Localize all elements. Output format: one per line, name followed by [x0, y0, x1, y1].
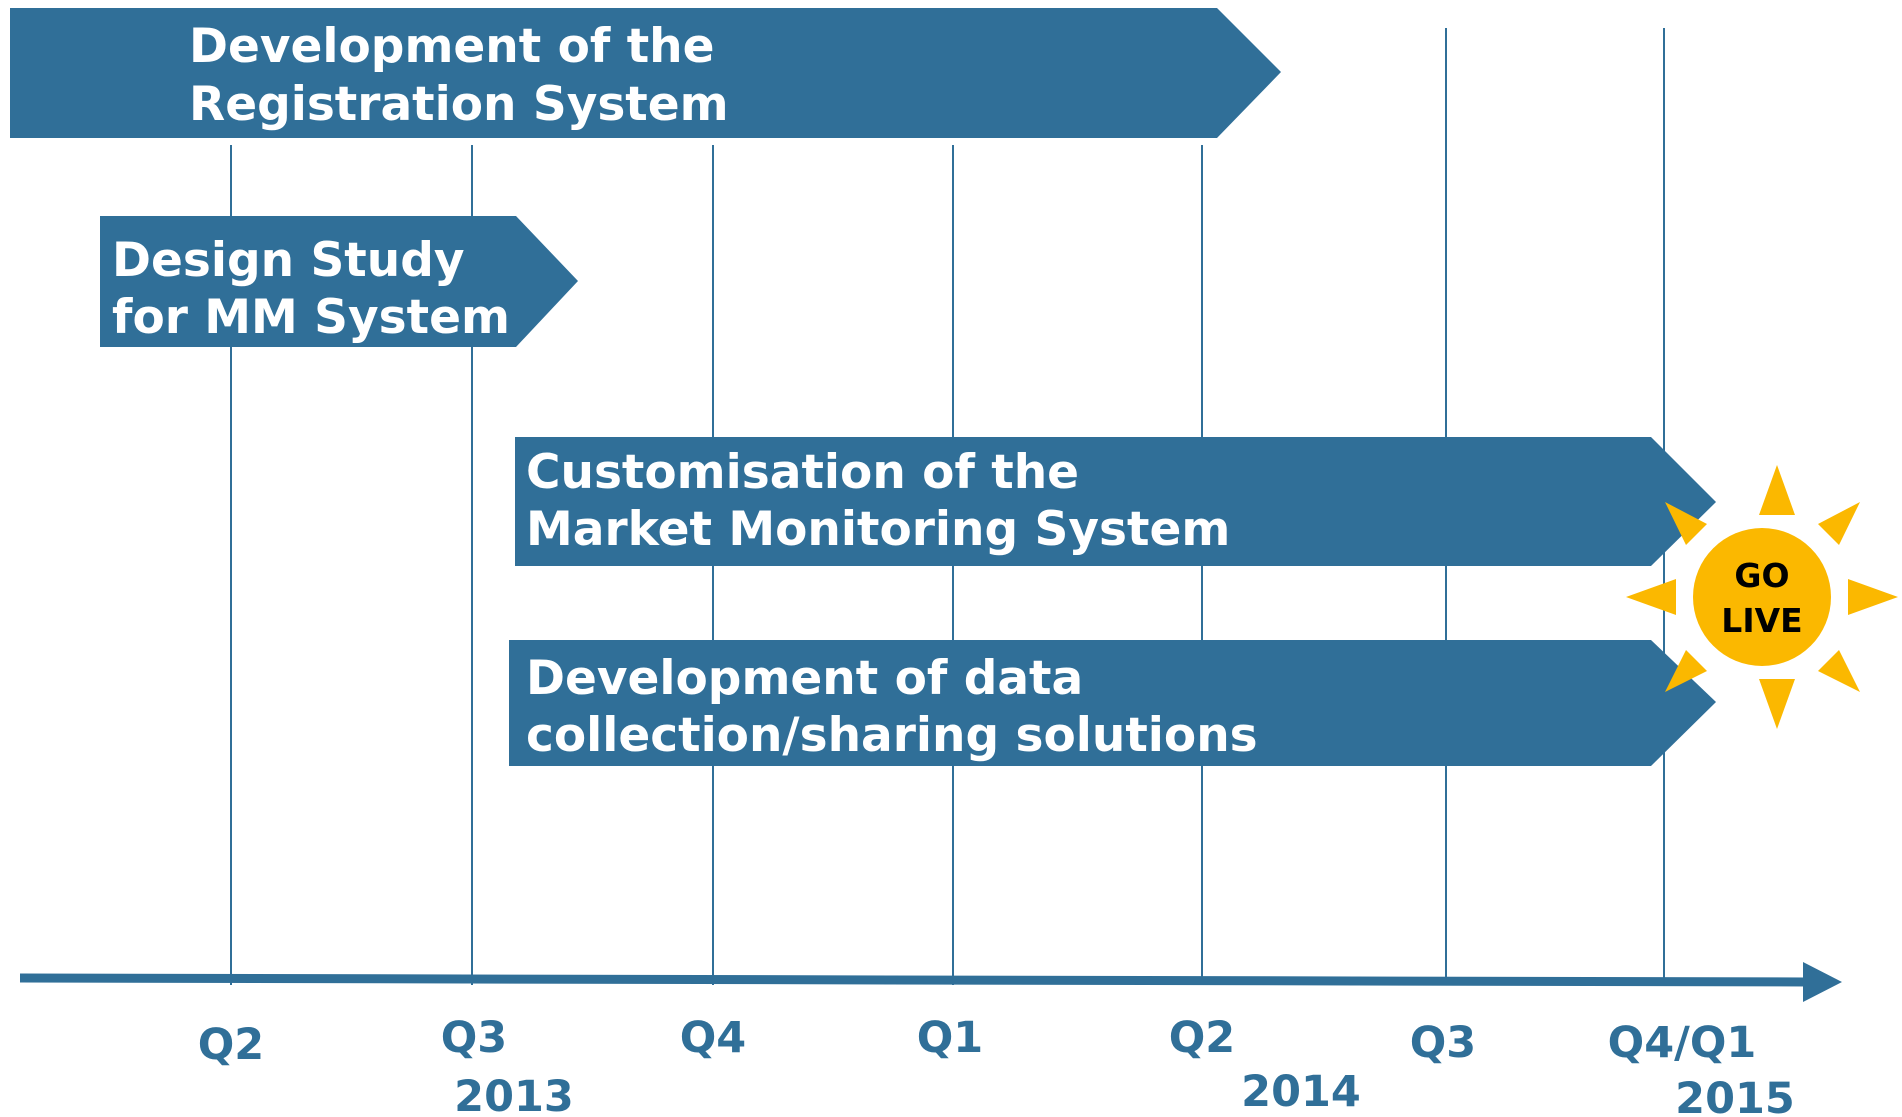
quarter-label: Q3	[1410, 1018, 1476, 1068]
time-axis-line	[19, 973, 1809, 987]
quarter-label: Q2	[198, 1020, 264, 1070]
sun-ray	[1665, 502, 1707, 545]
year-labels: 2013 2014 2015	[454, 1067, 1795, 1117]
bar-design-study: Design Study for MM System	[100, 216, 578, 347]
bar-data-collection-label-line2: collection/sharing solutions	[526, 708, 1258, 763]
sun-ray	[1759, 679, 1795, 729]
bar-design-study-label-line2: for MM System	[112, 290, 510, 345]
sun-ray	[1818, 650, 1860, 692]
sun-ray	[1818, 502, 1860, 545]
sun-ray	[1848, 579, 1898, 615]
year-label: 2014	[1241, 1067, 1361, 1117]
bar-registration-label-line2: Registration System	[189, 77, 729, 132]
sun-disc	[1693, 528, 1831, 666]
bar-customisation-label-line1: Customisation of the	[526, 445, 1079, 500]
sun-ray	[1759, 465, 1795, 515]
time-axis-arrowhead	[1803, 962, 1842, 1002]
quarter-label: Q4	[680, 1013, 746, 1063]
quarter-label: Q3	[441, 1013, 507, 1063]
bar-design-study-arrow	[100, 216, 578, 347]
bar-registration-arrow	[10, 8, 1281, 138]
bar-customisation: Customisation of the Market Monitoring S…	[515, 437, 1716, 566]
sun-ray	[1665, 650, 1707, 692]
quarter-label: Q1	[917, 1013, 983, 1063]
bar-registration-system: Development of the Registration System	[10, 8, 1281, 138]
golive-label-line1: GO	[1734, 556, 1789, 595]
bar-customisation-arrow	[515, 437, 1716, 566]
golive-label-line2: LIVE	[1721, 601, 1802, 640]
time-axis-arrow	[19, 962, 1842, 1002]
quarter-label: Q2	[1169, 1013, 1235, 1063]
bar-data-collection-label-line1: Development of data	[526, 651, 1083, 706]
bar-data-collection: Development of data collection/sharing s…	[509, 640, 1716, 766]
sun-ray	[1626, 579, 1676, 615]
bar-data-collection-arrow	[509, 640, 1716, 766]
bar-design-study-label-line1: Design Study	[112, 233, 465, 288]
sun-icon: GO LIVE	[1626, 465, 1898, 729]
bar-customisation-label-line2: Market Monitoring System	[526, 502, 1230, 557]
quarter-labels: Q2 Q3 Q4 Q1 Q2 Q3 Q4/Q1	[198, 1013, 1757, 1070]
quarter-label: Q4/Q1	[1608, 1018, 1757, 1068]
year-label: 2015	[1675, 1074, 1795, 1117]
year-label: 2013	[454, 1072, 574, 1117]
bar-registration-label-line1: Development of the	[189, 19, 715, 74]
